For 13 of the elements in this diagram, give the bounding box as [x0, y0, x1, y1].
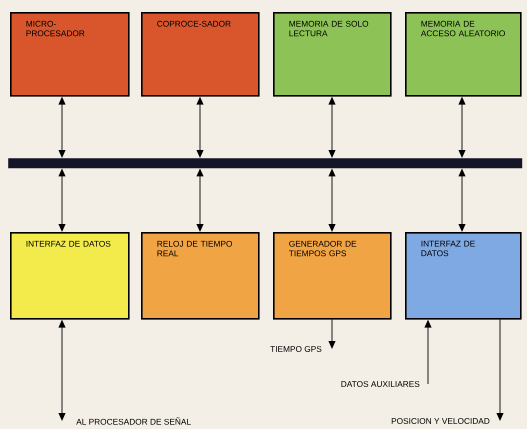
process-box: MICRO-PROCESADOR [10, 12, 130, 97]
signal-label: AL PROCESADOR DE SEÑAL [76, 417, 191, 425]
process-box: MEMORIA DE ACCESO ALEATORIO [405, 12, 522, 97]
process-box: COPROCE-SADOR [141, 12, 260, 97]
bus-bar [8, 158, 522, 168]
signal-label: DATOS AUXILIARES [341, 381, 420, 387]
process-box: INTERFAZ DE DATOS [10, 232, 130, 320]
process-box: INTERFAZ DE DATOS [405, 232, 522, 320]
signal-label: POSICION Y VELOCIDAD [392, 418, 490, 424]
process-box: GENERADOR DE TIEMPOS GPS [273, 232, 392, 320]
signal-label: TIEMPO GPS [270, 346, 322, 352]
process-box: RELOJ DE TIEMPO REAL [141, 232, 260, 320]
process-box: MEMORIA DE SOLO LECTURA [273, 12, 392, 97]
